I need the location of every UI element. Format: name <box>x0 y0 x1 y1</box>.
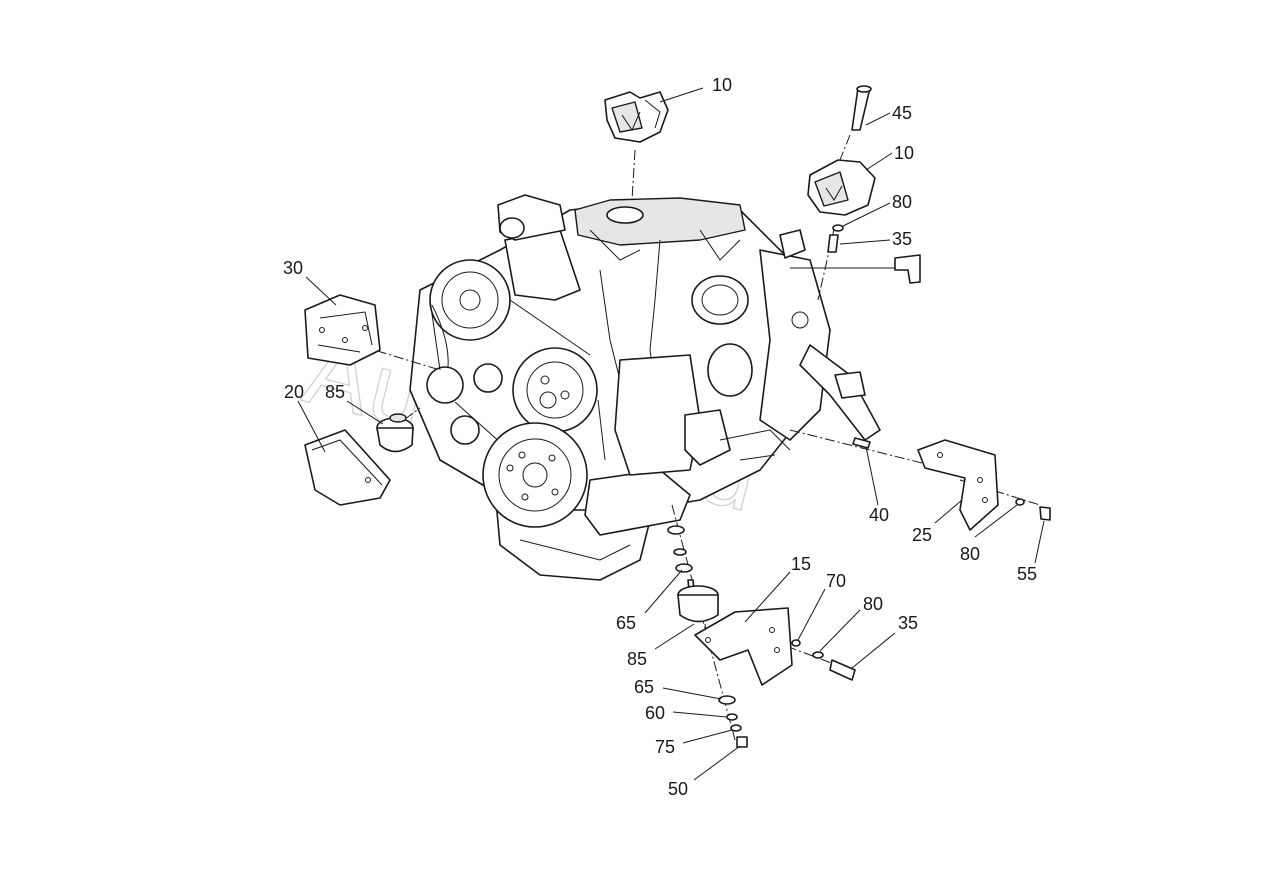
front-cover <box>614 354 701 476</box>
leader-lines <box>297 87 1045 781</box>
callout-labels: 10 45 10 80 35 30 20 85 40 25 80 55 15 7… <box>283 75 1037 799</box>
callout-10-rear: 10 <box>894 143 914 163</box>
callout-20: 20 <box>284 382 304 402</box>
callout-50: 50 <box>668 779 688 799</box>
callout-15: 15 <box>791 554 811 574</box>
engine-mount-10-rear <box>807 159 876 216</box>
callout-60: 60 <box>645 703 665 723</box>
callout-70: 70 <box>826 571 846 591</box>
washer-80-right <box>1015 498 1025 506</box>
bolt-45 <box>851 85 872 131</box>
callout-30: 30 <box>283 258 303 278</box>
nut-55 <box>1039 506 1051 521</box>
washer-80-lower <box>812 651 824 659</box>
engine-assembly <box>409 194 921 581</box>
rubber-mount-85-left <box>376 413 414 453</box>
engine-mount-10-front <box>604 91 669 143</box>
washer-80-upper <box>832 224 844 232</box>
callout-80-upper: 80 <box>892 192 912 212</box>
engine-block <box>409 199 811 511</box>
callout-85-left: 85 <box>325 382 345 402</box>
callout-35-lower: 35 <box>898 613 918 633</box>
idler-pulley <box>473 363 503 393</box>
crankshaft-damper <box>482 422 588 528</box>
dipstick-handle <box>894 254 921 284</box>
bracket-25 <box>917 439 999 531</box>
callout-55: 55 <box>1017 564 1037 584</box>
nut-50 <box>736 736 748 748</box>
rubber-mount-85-lower <box>677 585 719 641</box>
callout-25: 25 <box>912 525 932 545</box>
callout-65-upper: 65 <box>616 613 636 633</box>
callout-10-front: 10 <box>712 75 732 95</box>
small-pulley <box>450 415 480 445</box>
callout-85-lower: 85 <box>627 649 647 669</box>
washer-70 <box>791 639 801 647</box>
plate-20 <box>304 429 391 506</box>
tensioner-pulley <box>426 366 464 404</box>
bolt-35-lower <box>829 659 856 681</box>
bracket-30 <box>304 294 381 366</box>
bolt-40 <box>852 437 871 449</box>
bolt-35-upper <box>827 234 839 253</box>
water-pump-pulley <box>512 347 598 433</box>
washer-75 <box>730 724 742 732</box>
callout-40: 40 <box>869 505 889 525</box>
bellhousing <box>759 249 831 441</box>
callout-65-lower: 65 <box>634 677 654 697</box>
bracket-15 <box>694 607 793 686</box>
washer-60 <box>726 713 738 721</box>
callout-80-right: 80 <box>960 544 980 564</box>
callout-45: 45 <box>892 103 912 123</box>
callout-35-upper: 35 <box>892 229 912 249</box>
lower-mount-stack <box>667 525 695 591</box>
turbo-outlet <box>691 275 749 325</box>
washer-65-lower <box>718 695 736 705</box>
callout-75: 75 <box>655 737 675 757</box>
callout-80-lower: 80 <box>863 594 883 614</box>
